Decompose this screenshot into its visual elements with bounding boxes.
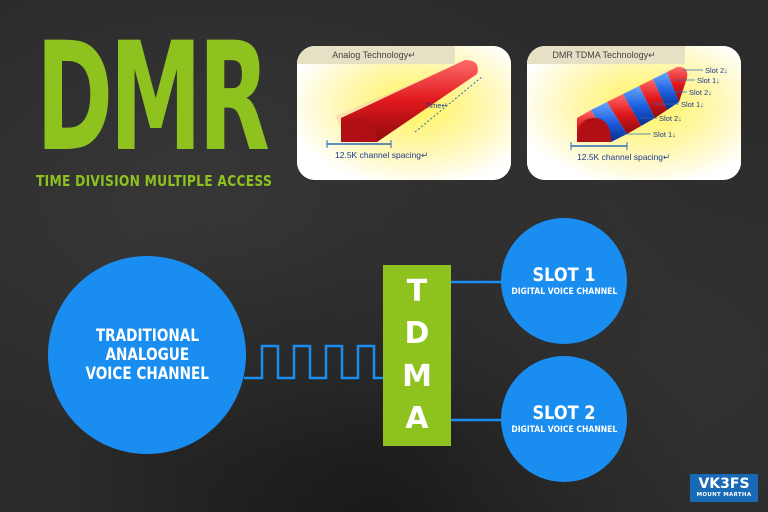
tdma-slot-label-4: Slot 1↓ — [681, 100, 704, 109]
analog-tab: Analog Technology↵ — [297, 46, 455, 64]
traditional-line-3: VOICE CHANNEL — [85, 363, 209, 384]
callsign-badge: VK3FS MOUNT MARTHA — [690, 474, 758, 502]
slot1-title: SLOT 1 — [532, 264, 596, 286]
slot1-subtitle: DIGITAL VOICE CHANNEL — [511, 287, 617, 297]
tdma-slot-label-6: Slot 1↓ — [653, 130, 676, 139]
tdma-letter-t: T — [406, 274, 428, 310]
dmr-subtitle: TIME DIVISION MULTIPLE ACCESS — [36, 172, 273, 190]
slot2-title: SLOT 2 — [532, 402, 596, 424]
analog-spacing-label: 12.5K channel spacing↵ — [335, 150, 428, 160]
slot1-circle: SLOT 1 DIGITAL VOICE CHANNEL — [501, 218, 627, 344]
traditional-line-1: TRADITIONAL — [95, 325, 199, 346]
square-wave — [244, 344, 383, 380]
tdma-slot-label-1: Slot 2↓ — [705, 66, 728, 75]
traditional-line-2: ANALOGUE — [105, 344, 189, 365]
tdma-slot-label-5: Slot 2↓ — [659, 114, 682, 123]
dmr-title: DMR — [36, 11, 270, 185]
tdma-slot-label-3: Slot 2↓ — [689, 88, 712, 97]
tdma-tube-illustration: Slot 2↓ Slot 1↓ Slot 2↓ Slot 1↓ Slot 2↓ … — [527, 46, 741, 180]
callsign-location: MOUNT MARTHA — [696, 492, 752, 498]
analog-technology-card: Time↵ 12.5K channel spacing↵ Analog Tech… — [297, 46, 511, 180]
tdma-slot-label-2: Slot 1↓ — [697, 76, 720, 85]
callsign-text: VK3FS — [698, 476, 750, 492]
analog-time-label: Time↵ — [425, 101, 448, 110]
tdma-block: T D M A — [383, 265, 451, 446]
tdma-letter-d: D — [404, 316, 430, 352]
traditional-channel-circle: TRADITIONAL ANALOGUE VOICE CHANNEL — [48, 256, 246, 454]
slot2-subtitle: DIGITAL VOICE CHANNEL — [511, 425, 617, 435]
slot2-circle: SLOT 2 DIGITAL VOICE CHANNEL — [501, 356, 627, 482]
tdma-tab: DMR TDMA Technology↵ — [527, 46, 685, 64]
tdma-spacing-label: 12.5K channel spacing↵ — [577, 152, 670, 162]
tdma-letter-a: A — [405, 400, 429, 436]
tdma-letter-m: M — [402, 358, 432, 394]
tdma-technology-card: Slot 2↓ Slot 1↓ Slot 2↓ Slot 1↓ Slot 2↓ … — [527, 46, 741, 180]
analog-tube-illustration: Time↵ 12.5K channel spacing↵ — [297, 46, 511, 180]
